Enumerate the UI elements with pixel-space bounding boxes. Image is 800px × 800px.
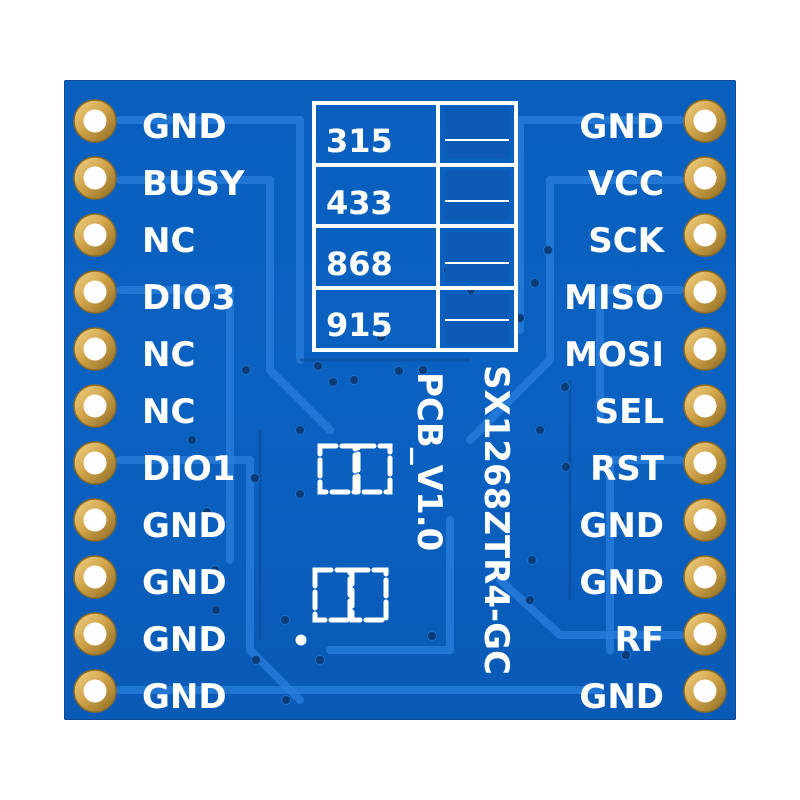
right-pin-label: VCC [588, 164, 664, 204]
right-pin-label: SEL [595, 392, 664, 432]
right-castellated-pad-icon [683, 669, 727, 713]
right-castellated-pad-icon [683, 612, 727, 656]
right-castellated-pad-icon [683, 213, 727, 257]
right-pin-labels: GND VCC SCK MISO MOSI SEL RST GND GND RF… [564, 107, 666, 717]
frequency-868-label: 868 [326, 245, 393, 283]
right-castellated-pad-icon [683, 384, 727, 428]
left-pin-label: BUSY [142, 164, 245, 204]
via-icon [295, 489, 305, 499]
left-pin-label: DIO1 [142, 449, 235, 489]
via-icon [202, 507, 212, 517]
via-icon [251, 655, 261, 665]
left-pin-label: GND [142, 107, 227, 147]
via-icon [394, 366, 404, 376]
left-castellated-pad-icon [73, 498, 117, 542]
via-icon [418, 365, 428, 375]
via-icon [543, 245, 553, 255]
via-icon [621, 650, 631, 660]
left-castellated-pad-icon [73, 612, 117, 656]
pcb-board [64, 80, 736, 720]
right-castellated-pad-icon [683, 156, 727, 200]
via-icon [295, 425, 305, 435]
via-icon [171, 465, 181, 475]
right-pin-label: GND [579, 677, 664, 717]
model-label: SX1268ZTR4-GC [476, 365, 516, 675]
left-castellated-pad-icon [73, 99, 117, 143]
via-icon [615, 515, 625, 525]
via-icon [561, 462, 571, 472]
right-castellated-pad-icon [683, 441, 727, 485]
left-pin-label: GND [142, 563, 227, 603]
left-pin-label: NC [142, 392, 195, 432]
frequency-915-label: 915 [326, 306, 393, 344]
right-castellated-pad-icon [683, 498, 727, 542]
left-castellated-pad-icon [73, 669, 117, 713]
right-pin-label: GND [579, 506, 664, 546]
via-icon [328, 377, 338, 387]
left-castellated-pad-icon [73, 441, 117, 485]
right-castellated-pad-icon [683, 99, 727, 143]
via-icon [527, 555, 537, 565]
via-icon [280, 615, 290, 625]
left-pin-label: GND [142, 677, 227, 717]
via-icon [211, 605, 221, 615]
via-icon [535, 425, 545, 435]
right-pin-label: RF [615, 620, 664, 660]
left-castellated-pad-icon [73, 156, 117, 200]
via-icon [313, 361, 323, 371]
left-pin-label: NC [142, 221, 195, 261]
right-castellated-pad-icon [683, 270, 727, 314]
right-pin-label: MOSI [564, 335, 664, 375]
via-icon [210, 565, 220, 575]
right-pin-label: RST [590, 449, 665, 489]
right-castellated-pad-icon [683, 555, 727, 599]
via-icon [376, 332, 386, 342]
left-castellated-pad-icon [73, 270, 117, 314]
via-icon [281, 695, 291, 705]
left-castellated-pad-icon [73, 327, 117, 371]
left-castellated-pad-icon [73, 384, 117, 428]
left-pin-label: DIO3 [142, 278, 235, 318]
frequency-315-label: 315 [326, 122, 393, 160]
via-icon [349, 375, 359, 385]
left-pin-label: GND [142, 620, 227, 660]
frequency-table: 315 433 868 915 [312, 101, 518, 352]
segment-display-silkscreen [295, 443, 393, 646]
via-icon [530, 278, 540, 288]
via-icon [241, 365, 251, 375]
left-pin-label: NC [142, 335, 195, 375]
right-pad-column [683, 99, 727, 713]
right-pin-label: SCK [588, 221, 665, 261]
via-icon [525, 595, 535, 605]
right-pin-label: GND [579, 107, 664, 147]
pcb-version-label: PCB_V1.0 [409, 372, 449, 551]
right-pin-label: MISO [564, 278, 664, 318]
right-pin-label: GND [579, 563, 664, 603]
via-icon [250, 473, 260, 483]
via-icon [427, 631, 437, 641]
via-icon [560, 382, 570, 392]
left-pin-label: GND [142, 506, 227, 546]
left-pin-labels: GND BUSY NC DIO3 NC NC DIO1 GND GND GND … [142, 107, 245, 717]
via-icon [315, 655, 325, 665]
frequency-433-label: 433 [326, 184, 393, 222]
left-pad-column [73, 99, 117, 713]
right-castellated-pad-icon [683, 327, 727, 371]
left-castellated-pad-icon [73, 555, 117, 599]
via-icon [187, 435, 197, 445]
left-castellated-pad-icon [73, 213, 117, 257]
copper-traces [116, 116, 684, 704]
